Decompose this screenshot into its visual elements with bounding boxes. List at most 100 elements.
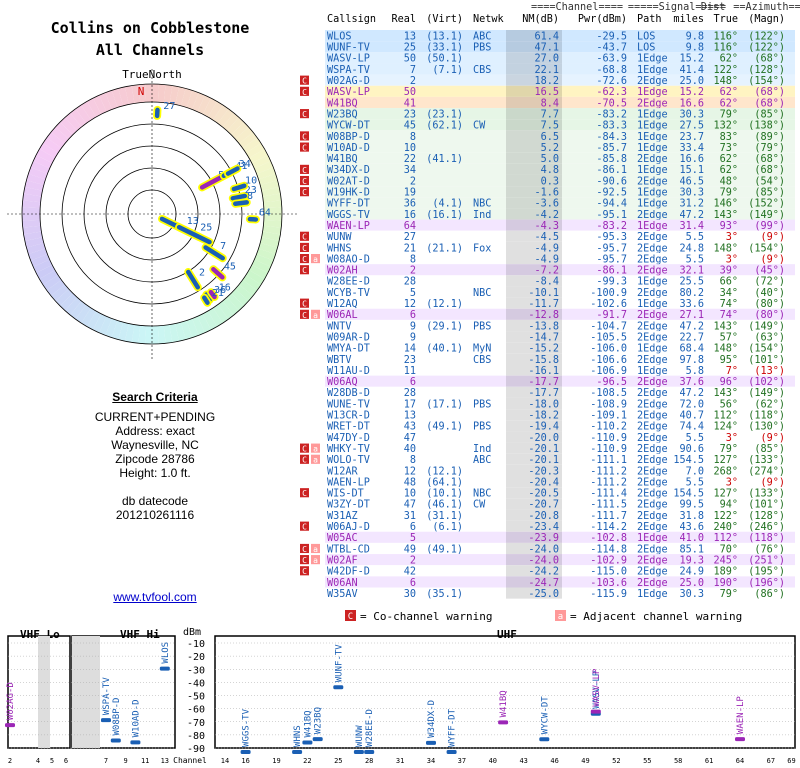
adjacent-warning-icon [311,254,320,264]
cell-virt: (35.1) [426,589,463,600]
cell-path: 2Edge [637,567,668,578]
cochannel-warning-letter: C [302,545,307,554]
cell-real: 13 [404,411,416,422]
cell-real: 6 [410,522,416,533]
cell-miles: 80.2 [679,288,704,299]
cell-miles: 99.5 [679,500,704,511]
cochannel-warning-letter: C [302,266,307,275]
row-background [325,531,795,543]
radar-point [185,269,201,290]
cell-callsign: WSPA-TV [327,65,370,76]
cell-callsign: W10AD-D [327,143,370,154]
cell-magn: (152°) [748,199,785,210]
cochannel-warning-letter: C [302,311,307,320]
cell-path: 1Edge [637,109,668,120]
cell-callsign: W06AJ-D [327,522,370,533]
cell-callsign: WASV-LP [327,54,370,65]
col-header-miles: miles [673,14,704,25]
cell-magn: (79°) [754,143,785,154]
cell-magn: (102°) [748,377,785,388]
cell-virt: (23.1) [426,109,463,120]
cell-magn: (85°) [754,109,785,120]
cell-callsign: W11AU-D [327,366,370,377]
cell-true: 268° [713,466,738,477]
cell-netwk: Ind [473,210,491,221]
cell-nm: -24.0 [528,555,559,566]
signal-bar-label: W10AD-D [131,699,141,737]
nm-column-shade [506,208,562,220]
cell-true: 146° [713,199,738,210]
cell-nm: 7.5 [541,121,559,132]
signal-bar [735,737,745,742]
band-label-vhf-hi: VHF Hi [120,628,160,641]
signal-bar-label: WYCW-DT [540,696,550,735]
cell-netwk: ABC [473,31,491,42]
cell-real: 9 [410,332,416,343]
range-ring [105,167,199,261]
cell-real: 22 [404,154,416,165]
cell-pwr: -94.4 [596,199,627,210]
x-tick-label: 40 [489,757,497,765]
cell-miles: 5.5 [686,477,704,488]
cell-real: 64 [404,221,416,232]
cell-pwr: -95.1 [596,210,627,221]
cell-path: 1Edge [637,87,668,98]
cell-virt: (41.1) [426,154,463,165]
cell-miles: 30.3 [679,109,704,120]
col-header-nm: NM(dB) [522,14,559,25]
nm-column-shade [506,319,562,332]
cell-nm: 22.1 [534,65,559,76]
adjacent-warning-icon [311,443,320,453]
cell-magn: (149°) [748,388,785,399]
nm-column-shade [506,342,562,354]
cell-nm: -24.7 [528,578,559,589]
cell-miles: 5.5 [686,232,704,243]
cell-callsign: WHNS [327,243,352,254]
radar-point-label: 45 [224,261,236,272]
radar-point-label: 27 [163,101,175,112]
cell-miles: 41.0 [679,533,704,544]
cell-pwr: -102.9 [590,555,627,566]
nm-column-shade [506,119,562,131]
cell-miles: 16.6 [679,154,704,165]
row-background [325,397,795,410]
row-background [325,587,795,599]
cell-real: 7 [410,65,416,76]
cell-pwr: -43.7 [596,43,627,54]
cell-callsign: W3ZY-DT [327,500,370,511]
cell-true: 245° [713,555,738,566]
radar-point-label: 64 [259,207,271,218]
row-background [325,152,795,164]
cell-miles: 47.2 [679,321,704,332]
cochannel-warning-letter: C [302,523,307,532]
cell-magn: (122°) [748,43,785,54]
cell-callsign: W02AG-D [327,76,370,87]
cochannel-warning-letter: C [302,456,307,465]
website-link[interactable]: www.tvfool.com [113,590,197,604]
cell-callsign: W47DY-D [327,433,370,444]
cell-true: 56° [720,399,738,410]
cell-magn: (68°) [754,165,785,176]
cell-miles: 154.5 [673,489,704,500]
cell-callsign: WCYB-TV [327,288,370,299]
cell-nm: 5.0 [541,154,559,165]
cell-callsign: WAEN-LP [327,477,370,488]
cell-true: 96° [720,377,738,388]
x-tick-label: 43 [519,757,527,765]
cell-pwr: -108.5 [590,388,627,399]
cell-magn: (68°) [754,154,785,165]
row-background [325,230,795,242]
cell-nm: -17.7 [528,388,559,399]
cell-magn: (76°) [754,544,785,555]
band-panel [214,635,796,749]
x-tick-label: 5 [50,757,54,765]
cell-callsign: W13CR-D [327,411,370,422]
cell-real: 2 [410,266,416,277]
cell-nm: -20.1 [528,455,559,466]
cell-true: 132° [713,121,738,132]
search-criteria: Search Criteria CURRENT+PENDING Address:… [0,390,310,522]
y-tick-label: -60 [187,705,205,716]
